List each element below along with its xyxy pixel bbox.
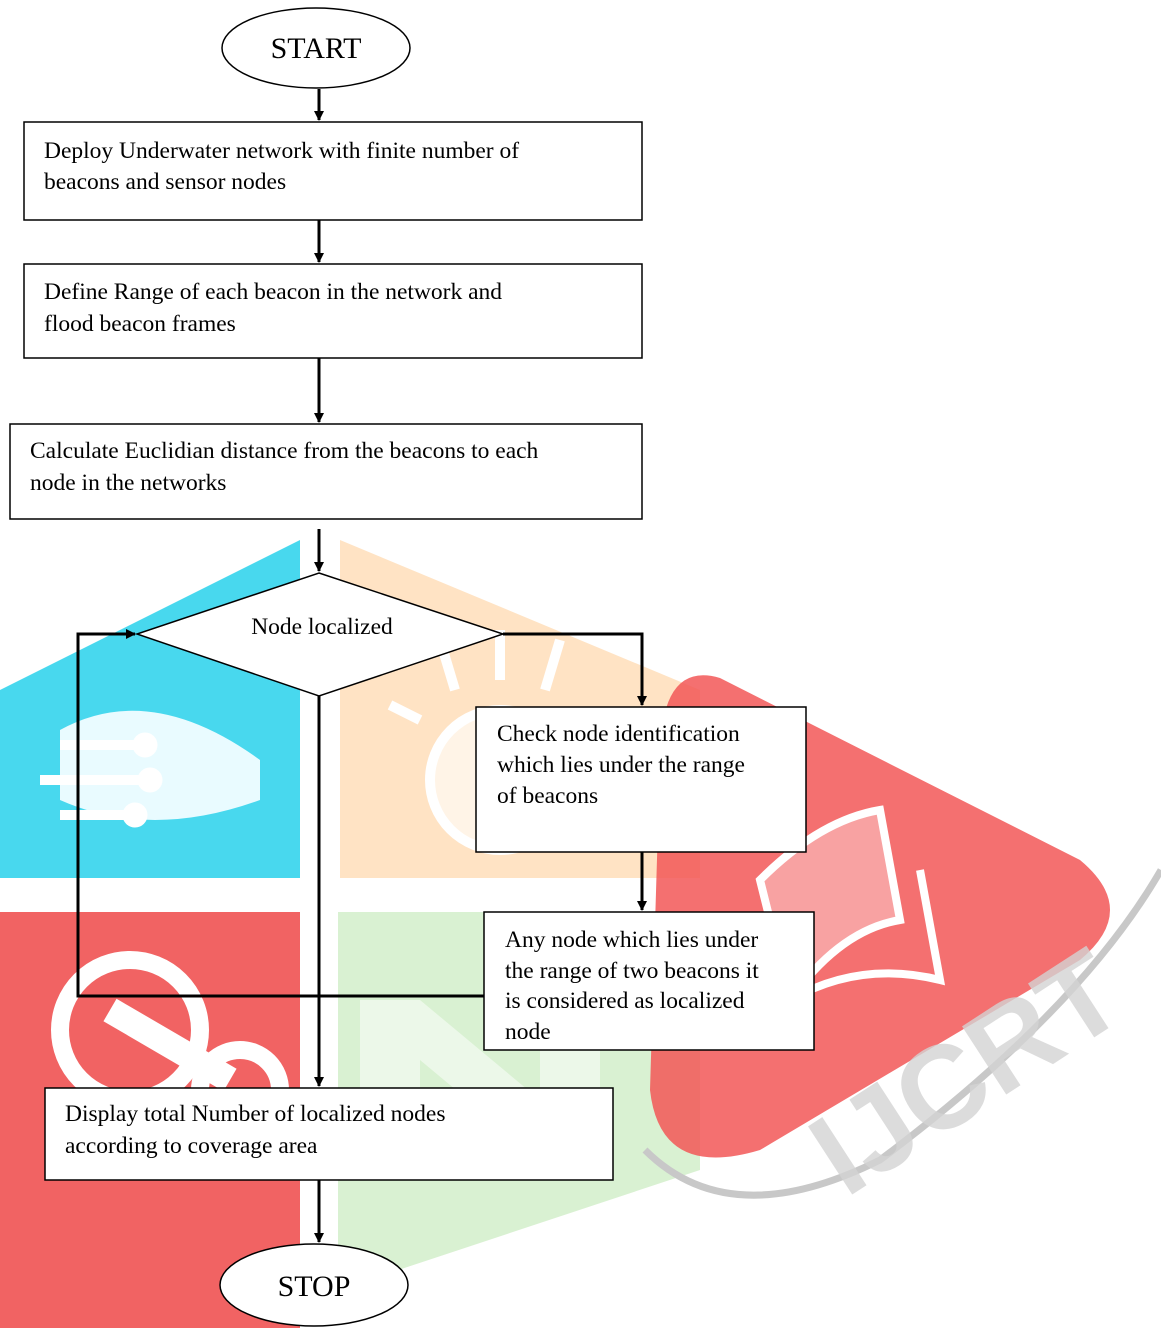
- check-node-box: [475, 706, 807, 853]
- check-node-line-3: of beacons: [497, 783, 598, 809]
- step-deploy-line-2: beacons and sensor nodes: [44, 169, 286, 195]
- stop-terminal: [219, 1243, 409, 1327]
- step-deploy-text: Deploy Underwater network with finite nu…: [44, 138, 525, 195]
- connectors: [76, 89, 647, 1243]
- step-calculate-line-1: Calculate Euclidian distance from the be…: [30, 438, 539, 464]
- any-node-line-1: Any node which lies under: [505, 927, 758, 953]
- arrow-loop-back-to-decision: [76, 629, 484, 998]
- any-node-box: [483, 911, 815, 1051]
- step-calculate-line-2: node in the networks: [30, 470, 226, 496]
- display-total-text: Display total Number of localized nodes …: [65, 1101, 451, 1159]
- watermark-swoosh: [642, 868, 1161, 1199]
- check-node-line-2: which lies under the range: [497, 752, 745, 778]
- step-define-line-2: flood beacon frames: [44, 311, 236, 337]
- watermark-circuit-icon: [40, 710, 260, 828]
- step-calculate-text: Calculate Euclidian distance from the be…: [30, 438, 544, 496]
- check-node-text: Check node identification which lies und…: [497, 721, 751, 809]
- start-terminal: [221, 7, 411, 89]
- any-node-line-4: node: [505, 1019, 551, 1045]
- check-node-line-1: Check node identification: [497, 721, 740, 747]
- step-define-box: [23, 263, 643, 359]
- display-total-line-1: Display total Number of localized nodes: [65, 1101, 445, 1127]
- display-total-line-2: according to coverage area: [65, 1133, 318, 1159]
- step-calculate-box: [9, 423, 643, 520]
- display-total-box: [44, 1087, 614, 1181]
- step-deploy-line-1: Deploy Underwater network with finite nu…: [44, 138, 519, 164]
- step-define-line-1: Define Range of each beacon in the netwo…: [44, 279, 502, 305]
- start-label: START: [271, 32, 362, 65]
- any-node-text: Any node which lies under the range of t…: [505, 927, 765, 1045]
- watermark-cyan-tile: [0, 540, 300, 878]
- stop-label: STOP: [278, 1270, 351, 1303]
- step-define-text: Define Range of each beacon in the netwo…: [44, 279, 508, 337]
- step-deploy-box: [23, 121, 643, 221]
- decision-label: Node localized: [251, 614, 393, 640]
- arrow-decision-to-check: [503, 632, 647, 706]
- any-node-line-3: is considered as localized: [505, 988, 745, 1014]
- any-node-line-2: the range of two beacons it: [505, 958, 759, 984]
